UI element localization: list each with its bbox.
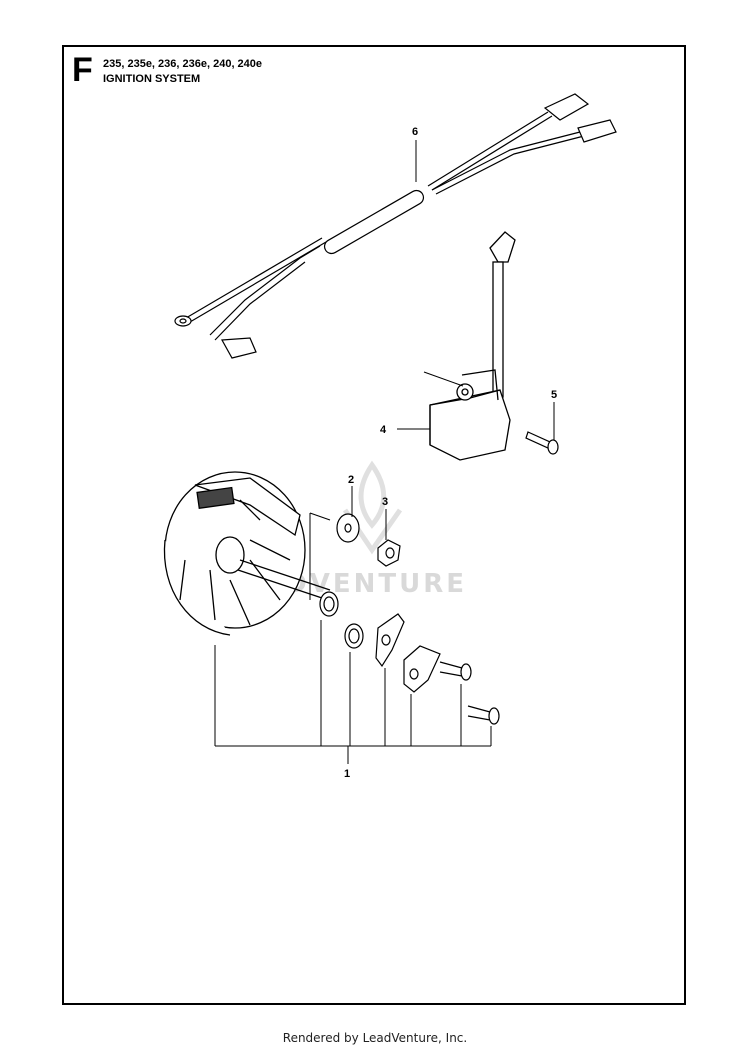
part-3-nut [377, 539, 401, 567]
diagram-frame [62, 45, 686, 1005]
leader-lines [214, 140, 555, 764]
part-4-ignition-module [429, 231, 516, 461]
model-list: 235, 235e, 236, 236e, 240, 240e [103, 58, 263, 70]
callout-2: 2 [348, 474, 354, 486]
part-1-pawl-assembly [319, 591, 500, 725]
part-5-screw [525, 431, 559, 455]
callout-4: 4 [380, 424, 387, 436]
callout-6: 6 [412, 126, 418, 138]
part-2-washer [336, 513, 360, 543]
part-6-wiring-harness [174, 93, 617, 359]
diagram-title: IGNITION SYSTEM [103, 73, 201, 85]
callout-5: 5 [551, 389, 557, 401]
callout-3: 3 [382, 496, 388, 508]
callout-1: 1 [344, 768, 350, 780]
section-letter: F [72, 51, 93, 89]
footer-credit: Rendered by LeadVenture, Inc. [282, 1031, 468, 1045]
flywheel [163, 471, 331, 636]
